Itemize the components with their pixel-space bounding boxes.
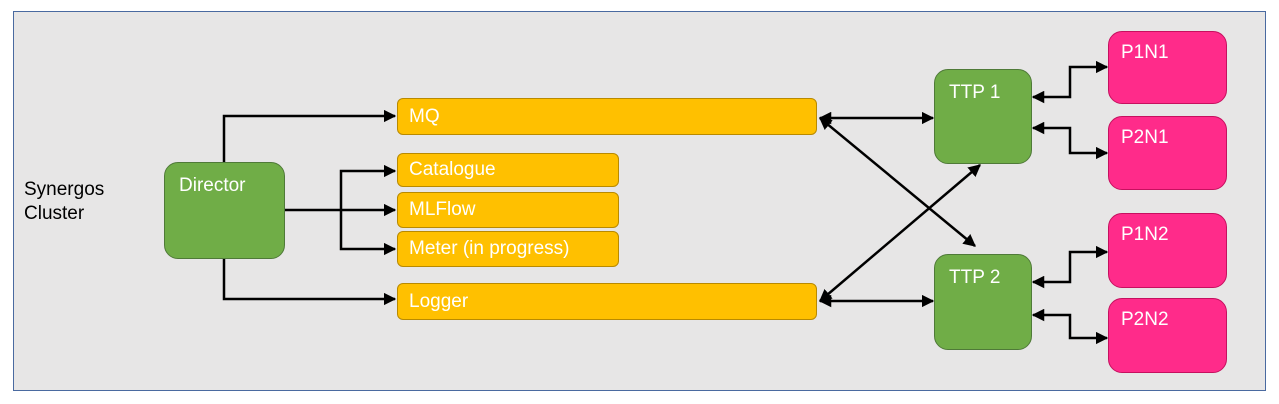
ttp1-label: TTP 1 <box>949 82 1001 103</box>
catalogue-bar: Catalogue <box>397 153 619 187</box>
logger-bar: Logger <box>397 283 817 320</box>
cluster-label: Synergos Cluster <box>24 178 104 226</box>
meter-label: Meter (in progress) <box>409 238 570 259</box>
mq-label: MQ <box>409 105 440 127</box>
mq-bar: MQ <box>397 98 817 135</box>
p2n1-label: P2N1 <box>1121 127 1169 148</box>
director-node: Director <box>164 162 285 259</box>
mlflow-label: MLFlow <box>409 199 476 220</box>
ttp1-p1n1-connector <box>1031 60 1109 104</box>
ttp2-node: TTP 2 <box>934 254 1032 350</box>
ttp2-label: TTP 2 <box>949 267 1001 288</box>
mlflow-bar: MLFlow <box>397 192 619 228</box>
meter-bar: Meter (in progress) <box>397 231 619 267</box>
director-to-meter-connector <box>339 210 397 256</box>
cluster-label-line1: Synergos <box>24 179 105 200</box>
ttp2-p1n2-connector <box>1031 245 1109 289</box>
ttp1-node: TTP 1 <box>934 69 1032 164</box>
director-to-mq-connector <box>222 109 397 162</box>
director-to-logger-connector <box>222 259 397 306</box>
p1n2-label: P1N2 <box>1121 224 1169 245</box>
ttp1-p2n1-connector <box>1031 121 1109 160</box>
logger-label: Logger <box>409 290 469 312</box>
p1n2-node: P1N2 <box>1108 213 1227 288</box>
p1n1-label: P1N1 <box>1121 42 1169 63</box>
catalogue-label: Catalogue <box>409 159 496 180</box>
cluster-label-line2: Cluster <box>24 203 85 224</box>
p2n2-label: P2N2 <box>1121 309 1169 330</box>
p2n2-node: P2N2 <box>1108 298 1227 373</box>
p2n1-node: P2N1 <box>1108 116 1227 190</box>
director-label: Director <box>179 175 246 196</box>
ttp2-p2n2-connector <box>1031 308 1109 345</box>
director-to-catalogue-connector <box>339 164 397 210</box>
p1n1-node: P1N1 <box>1108 31 1227 104</box>
logger-ttp1-connector <box>819 164 981 302</box>
